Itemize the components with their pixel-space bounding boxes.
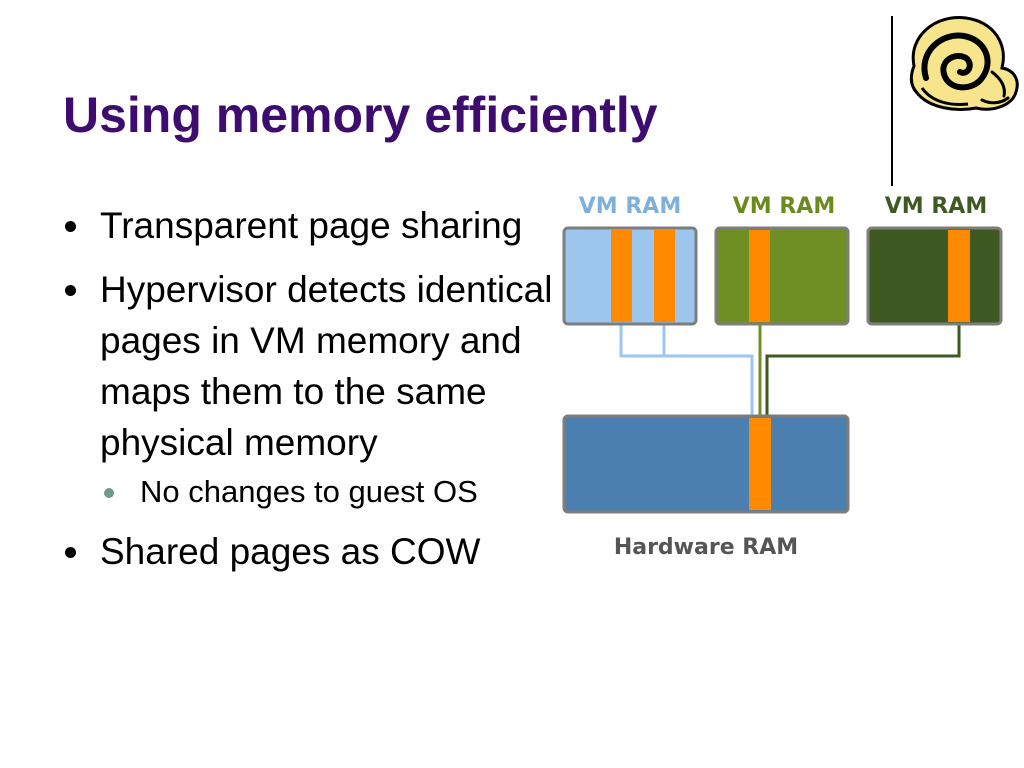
shared-page bbox=[749, 230, 770, 322]
slide-title: Using memory efficiently bbox=[63, 87, 658, 143]
vm-ram-block-2 bbox=[714, 226, 850, 326]
bullet-item: Hypervisor detects identical pages in VM… bbox=[62, 264, 562, 512]
shared-page bbox=[654, 230, 675, 322]
sub-bullet-item: No changes to guest OS bbox=[100, 472, 562, 512]
shared-page bbox=[749, 418, 771, 510]
vm-ram-label-2: VM RAM bbox=[733, 194, 835, 219]
hardware-ram-block bbox=[562, 414, 850, 514]
shared-page bbox=[611, 230, 632, 322]
bullet-item: Transparent page sharing bbox=[62, 200, 562, 251]
shared-page bbox=[948, 230, 970, 322]
bullet-item: Shared pages as COW bbox=[62, 526, 562, 577]
vm-ram-block-3 bbox=[866, 226, 1003, 326]
vm-ram-label-1: VM RAM bbox=[579, 194, 681, 219]
bullet-text: Hypervisor detects identical pages in VM… bbox=[100, 269, 553, 463]
sub-bullet-list: No changes to guest OS bbox=[100, 472, 562, 512]
vertical-divider bbox=[891, 16, 893, 186]
memory-sharing-diagram: VM RAM VM RAM VM RAM bbox=[555, 180, 1015, 580]
bullet-text: Shared pages as COW bbox=[100, 531, 481, 572]
bullet-text: Transparent page sharing bbox=[100, 205, 523, 246]
connector-lines bbox=[619, 324, 961, 418]
vm-ram-block-1 bbox=[562, 226, 698, 326]
spiral-snail-icon bbox=[896, 8, 1022, 118]
hardware-ram-label: Hardware RAM bbox=[614, 535, 798, 560]
bullet-list: Transparent page sharing Hypervisor dete… bbox=[62, 200, 562, 590]
vm-ram-label-3: VM RAM bbox=[885, 194, 987, 219]
sub-bullet-text: No changes to guest OS bbox=[140, 474, 478, 509]
